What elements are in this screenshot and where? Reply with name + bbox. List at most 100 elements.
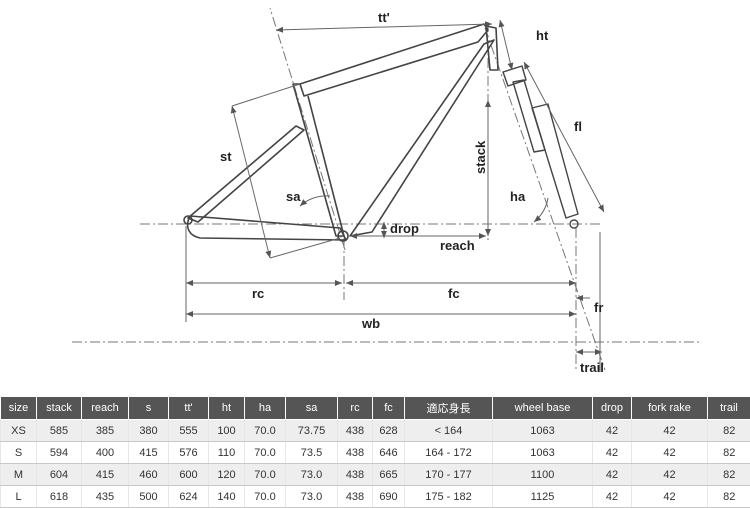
- table-cell: 42: [593, 420, 632, 442]
- column-header: fork rake: [632, 397, 708, 420]
- label-ht: ht: [536, 28, 549, 43]
- table-cell: < 164: [405, 420, 493, 442]
- table-cell: 175 - 182: [405, 486, 493, 508]
- column-header: ht: [209, 397, 245, 420]
- table-cell: M: [1, 464, 37, 486]
- table-cell: 646: [373, 442, 405, 464]
- table-cell: 385: [82, 420, 129, 442]
- column-header: s: [129, 397, 169, 420]
- table-cell: 460: [129, 464, 169, 486]
- fork-crown: [503, 66, 526, 86]
- table-cell: 82: [708, 464, 750, 486]
- st-dimension: [232, 106, 270, 258]
- table-cell: 82: [708, 486, 750, 508]
- table-cell: 618: [37, 486, 82, 508]
- label-rc: rc: [252, 286, 264, 301]
- table-cell: 665: [373, 464, 405, 486]
- table-cell: 73.0: [286, 464, 338, 486]
- table-cell: 42: [632, 420, 708, 442]
- table-cell: 1063: [493, 420, 593, 442]
- table-cell: 690: [373, 486, 405, 508]
- column-header: trail: [708, 397, 750, 420]
- label-stack: stack: [473, 140, 488, 174]
- table-cell: 73.5: [286, 442, 338, 464]
- table-cell: 438: [338, 486, 373, 508]
- column-header: tt': [169, 397, 209, 420]
- column-header: reach: [82, 397, 129, 420]
- table-cell: 42: [632, 442, 708, 464]
- table-cell: 70.0: [245, 464, 286, 486]
- table-cell: 1100: [493, 464, 593, 486]
- label-tt: tt': [378, 10, 390, 25]
- table-cell: 500: [129, 486, 169, 508]
- label-fc: fc: [448, 286, 460, 301]
- table-cell: 70.0: [245, 420, 286, 442]
- column-header: rc: [338, 397, 373, 420]
- down-tube: [350, 40, 494, 236]
- table-cell: 140: [209, 486, 245, 508]
- seat-tube-axis: [270, 8, 345, 250]
- table-cell: 628: [373, 420, 405, 442]
- table-cell: 576: [169, 442, 209, 464]
- table-cell: 73.0: [286, 486, 338, 508]
- column-header: size: [1, 397, 37, 420]
- dimension-labels: tt' ht fl st stack sa ha drop reach rc f…: [220, 10, 604, 375]
- table-cell: 42: [593, 442, 632, 464]
- table-cell: 624: [169, 486, 209, 508]
- top-tube: [300, 24, 488, 96]
- table-cell: XS: [1, 420, 37, 442]
- table-cell: 42: [632, 464, 708, 486]
- table-cell: 73.75: [286, 420, 338, 442]
- label-fl: fl: [574, 119, 582, 134]
- geometry-diagram: tt' ht fl st stack sa ha drop reach rc f…: [0, 0, 750, 392]
- label-reach: reach: [440, 238, 475, 253]
- column-header: stack: [37, 397, 82, 420]
- table-cell: 1063: [493, 442, 593, 464]
- table-cell: 438: [338, 420, 373, 442]
- table-cell: 438: [338, 464, 373, 486]
- column-header: ha: [245, 397, 286, 420]
- fork-stanchion: [513, 80, 545, 152]
- table-cell: 82: [708, 442, 750, 464]
- fl-dimension: [524, 62, 604, 212]
- reference-lines: [72, 8, 700, 370]
- table-cell: 585: [37, 420, 82, 442]
- label-wb: wb: [361, 316, 380, 331]
- steering-axis: [485, 28, 605, 370]
- table-cell: 435: [82, 486, 129, 508]
- table-cell: 415: [129, 442, 169, 464]
- column-header: sa: [286, 397, 338, 420]
- table-cell: 120: [209, 464, 245, 486]
- bike-frame: [184, 24, 498, 241]
- seat-stay: [188, 126, 304, 222]
- column-header: 適応身長: [405, 397, 493, 420]
- table-cell: 380: [129, 420, 169, 442]
- table-cell: 70.0: [245, 486, 286, 508]
- table-cell: 42: [593, 464, 632, 486]
- table-cell: 170 - 177: [405, 464, 493, 486]
- label-fr: fr: [594, 300, 603, 315]
- table-cell: 400: [82, 442, 129, 464]
- table-cell: 82: [708, 420, 750, 442]
- table-cell: 594: [37, 442, 82, 464]
- table-cell: 604: [37, 464, 82, 486]
- table-cell: 70.0: [245, 442, 286, 464]
- table-cell: 555: [169, 420, 209, 442]
- column-header: drop: [593, 397, 632, 420]
- table-cell: 42: [632, 486, 708, 508]
- table-cell: 438: [338, 442, 373, 464]
- label-drop: drop: [390, 221, 419, 236]
- table-cell: 1125: [493, 486, 593, 508]
- chain-stay: [188, 216, 346, 240]
- label-trail: trail: [580, 360, 604, 375]
- table-cell: 600: [169, 464, 209, 486]
- ht-dimension: [500, 20, 512, 70]
- table-cell: 110: [209, 442, 245, 464]
